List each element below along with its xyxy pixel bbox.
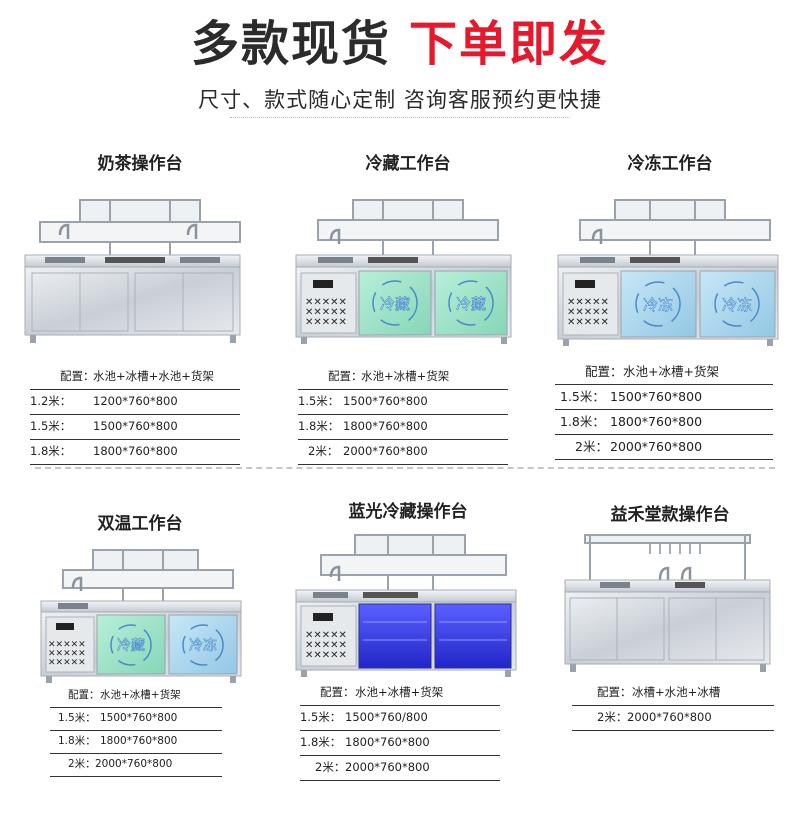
product-title: 奶茶操作台 bbox=[97, 154, 183, 174]
spec-row: 配置：水池+冰槽+货架 bbox=[50, 685, 222, 708]
spec-row: 1.8米：1800*760*800 bbox=[298, 415, 508, 440]
svg-text:✕✕✕✕✕: ✕✕✕✕✕ bbox=[305, 307, 347, 318]
spec-row: 配置：冰槽+水池+冰槽 bbox=[572, 681, 774, 706]
spec-row: 1.8米：1800*760*800 bbox=[300, 731, 500, 756]
spec-row: 1.5米：1500*760*800 bbox=[298, 390, 508, 415]
door-label: 冷藏 bbox=[456, 295, 486, 313]
product-card-milk-tea: 奶茶操作台 配置：水池+冰槽+水池+货架 1.2米：1200*760*800 1… bbox=[10, 140, 270, 470]
product-title: 蓝光冷藏操作台 bbox=[348, 502, 468, 522]
cold-storage-station-image: ✕✕✕✕✕✕✕✕✕✕✕✕✕✕✕ 冷藏 冷藏 bbox=[295, 199, 512, 344]
product-card-cold-storage: 冷藏工作台 ✕✕✕✕✕✕✕✕✕✕✕✕✕✕✕ 冷藏 冷藏 配置：水池+冰槽+货架 … bbox=[278, 140, 538, 470]
product-card-yihetang: 益禾堂款操作台 配置：冰槽+水池+冰槽 2米：2000*760*800 bbox=[540, 485, 800, 815]
svg-text:✕✕✕✕✕: ✕✕✕✕✕ bbox=[305, 297, 347, 308]
dual-temp-station-image: ✕✕✕✕✕✕✕✕✕✕✕✕✕✕✕ 冷藏 冷冻 bbox=[40, 549, 242, 683]
spec-row: 2米：2000*760*800 bbox=[555, 435, 773, 460]
spec-row: 1.8米：1800*760*800 bbox=[555, 410, 773, 435]
spec-row: 2米：2000*760*800 bbox=[300, 756, 500, 781]
product-title: 冷冻工作台 bbox=[627, 154, 713, 174]
blue-light-station-image: ✕✕✕✕✕✕✕✕✕✕✕✕✕✕✕ bbox=[295, 534, 517, 677]
yihetang-station-image bbox=[564, 534, 771, 672]
svg-text:✕✕✕✕✕: ✕✕✕✕✕ bbox=[305, 650, 347, 661]
hero-subtitle: 尺寸、款式随心定制 咨询客服预约更快捷 bbox=[198, 88, 602, 112]
product-card-freezer: 冷冻工作台 ✕✕✕✕✕✕✕✕✕✕✕✕✕✕✕ 冷冻 冷冻 配置：水池+冰槽+货架 … bbox=[540, 140, 800, 470]
spec-row: 1.8米：1800*760*800 bbox=[30, 440, 240, 465]
hero-header: 多款现货下单即发 尺寸、款式随心定制 咨询客服预约更快捷 bbox=[0, 12, 800, 114]
door-label: 冷冻 bbox=[189, 637, 217, 654]
spec-row: 1.5米：1500*760*800 bbox=[30, 415, 240, 440]
spec-row: 2米：2000*760*800 bbox=[572, 706, 774, 731]
svg-text:✕✕✕✕✕: ✕✕✕✕✕ bbox=[48, 640, 86, 650]
door-label: 冷冻 bbox=[722, 296, 752, 314]
svg-text:✕✕✕✕✕: ✕✕✕✕✕ bbox=[48, 658, 86, 668]
svg-text:✕✕✕✕✕: ✕✕✕✕✕ bbox=[48, 649, 86, 659]
product-title: 益禾堂款操作台 bbox=[610, 505, 730, 525]
product-title: 冷藏工作台 bbox=[365, 154, 451, 174]
spec-table: 配置：水池+冰槽+水池+货架 1.2米：1200*760*800 1.5米：15… bbox=[30, 365, 240, 465]
svg-text:✕✕✕✕✕: ✕✕✕✕✕ bbox=[305, 317, 347, 328]
spec-row: 配置：水池+冰槽+货架 bbox=[300, 681, 500, 706]
spec-table: 配置：水池+冰槽+货架 1.5米：1500*760*800 1.8米：1800*… bbox=[555, 360, 773, 460]
spec-row: 2米：2000*760*800 bbox=[50, 754, 222, 777]
product-title: 双温工作台 bbox=[97, 514, 183, 534]
spec-row: 1.2米：1200*760*800 bbox=[30, 390, 240, 415]
spec-row: 配置：水池+冰槽+货架 bbox=[298, 365, 508, 390]
svg-text:✕✕✕✕✕: ✕✕✕✕✕ bbox=[567, 307, 609, 318]
milk-tea-station-image bbox=[24, 199, 241, 343]
spec-row: 1.5米：1500*760*800 bbox=[555, 385, 773, 410]
spec-row: 配置：水池+冰槽+货架 bbox=[555, 360, 773, 385]
product-card-dual-temp: 双温工作台 ✕✕✕✕✕✕✕✕✕✕✕✕✕✕✕ 冷藏 冷冻 配置：水池+冰槽+货架 … bbox=[10, 495, 270, 825]
spec-row: 1.5米：1500*760/800 bbox=[300, 706, 500, 731]
door-label: 冷藏 bbox=[117, 638, 145, 654]
spec-table: 配置：水池+冰槽+货架 1.5米：1500*760/800 1.8米：1800*… bbox=[300, 681, 500, 781]
header-divider bbox=[230, 117, 570, 118]
spec-row: 2米：2000*760*800 bbox=[298, 440, 508, 465]
svg-text:✕✕✕✕✕: ✕✕✕✕✕ bbox=[567, 317, 609, 328]
spec-table: 配置：冰槽+水池+冰槽 2米：2000*760*800 bbox=[572, 681, 774, 731]
svg-text:✕✕✕✕✕: ✕✕✕✕✕ bbox=[567, 297, 609, 308]
spec-row: 1.8米：1800*760*800 bbox=[50, 731, 222, 754]
spec-row: 1.5米：1500*760*800 bbox=[50, 708, 222, 731]
spec-row: 配置：水池+冰槽+水池+货架 bbox=[30, 365, 240, 390]
hero-title: 多款现货下单即发 bbox=[0, 12, 800, 76]
hero-title-dark: 多款现货 bbox=[190, 16, 391, 72]
section-divider bbox=[35, 467, 775, 469]
door-label: 冷藏 bbox=[380, 295, 410, 313]
door-label: 冷冻 bbox=[643, 296, 673, 314]
svg-text:✕✕✕✕✕: ✕✕✕✕✕ bbox=[305, 630, 347, 641]
hero-title-red: 下单即发 bbox=[409, 16, 610, 72]
product-card-blue-light: 蓝光冷藏操作台 ✕✕✕✕✕✕✕✕✕✕✕✕✕✕✕ 配置：水池+冰槽+货架 1.5米… bbox=[278, 485, 538, 815]
svg-text:✕✕✕✕✕: ✕✕✕✕✕ bbox=[305, 640, 347, 651]
spec-table: 配置：水池+冰槽+货架 1.5米：1500*760*800 1.8米：1800*… bbox=[298, 365, 508, 465]
spec-table: 配置：水池+冰槽+货架 1.5米：1500*760*800 1.8米：1800*… bbox=[50, 685, 222, 777]
freezer-station-image: ✕✕✕✕✕✕✕✕✕✕✕✕✕✕✕ 冷冻 冷冻 bbox=[557, 199, 779, 346]
